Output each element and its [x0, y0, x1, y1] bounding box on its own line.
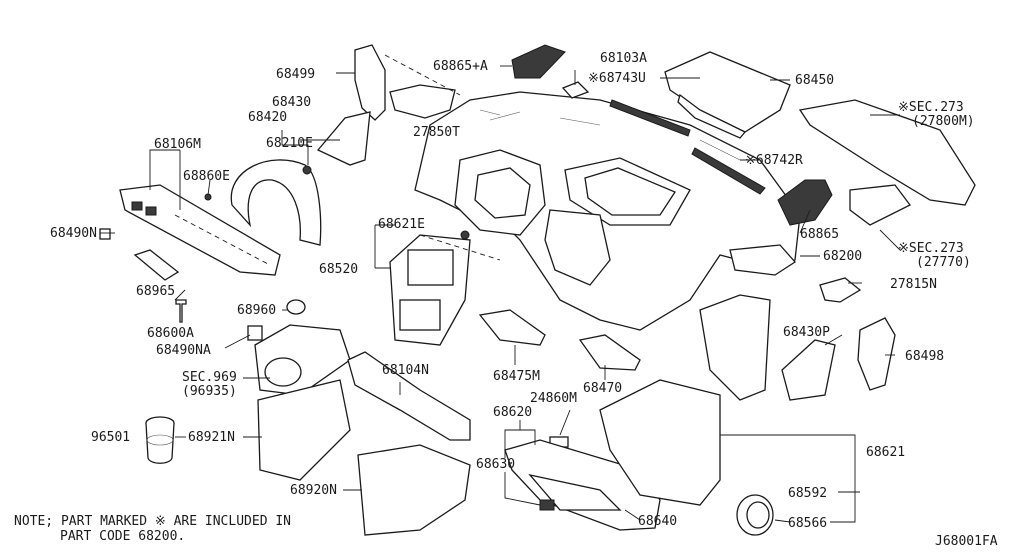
bracket-68965 — [133, 249, 180, 281]
clip-68103a — [561, 81, 590, 99]
label-68430p: 68430P — [783, 325, 830, 340]
cap-68960 — [286, 299, 306, 315]
instrument-panel-68200 — [414, 91, 801, 331]
label-68103a: 68103A — [600, 51, 647, 66]
label-68921n: 68921N — [188, 430, 235, 445]
label-27850t: 27850T — [413, 125, 460, 140]
duct-27850t — [389, 84, 456, 119]
label-68592: 68592 — [788, 486, 827, 501]
clip-68490na — [247, 325, 263, 341]
side-panel-68498 — [857, 317, 896, 391]
cup-holder-96501 — [145, 416, 175, 464]
label-68860e: 68860E — [183, 169, 230, 184]
cluster-trim-68520 — [389, 234, 501, 346]
label-68620: 68620 — [493, 405, 532, 420]
label-68499: 68499 — [276, 67, 315, 82]
label-68420: 68420 — [248, 110, 287, 125]
label-68621e: 68621E — [378, 217, 425, 232]
label-68630: 68630 — [476, 457, 515, 472]
meter-hood-68420 — [230, 159, 322, 246]
defroster-grille-68743u — [609, 99, 691, 137]
vent-27815n — [819, 277, 862, 303]
label-68470: 68470 — [583, 381, 622, 396]
label-68498: 68498 — [905, 349, 944, 364]
glove-housing-68621 — [599, 379, 721, 506]
label-68640: 68640 — [638, 514, 677, 529]
label-68621: 68621 — [866, 445, 905, 460]
label-68865: 68865 — [800, 227, 839, 242]
label-sec273-b-sub: (27770) — [916, 255, 971, 270]
lower-cover-68104n — [347, 351, 471, 441]
duct-sec273-27800m — [798, 99, 976, 206]
label-sec969: SEC.969 — [182, 370, 237, 385]
label-68104n: 68104N — [382, 363, 429, 378]
label-sec273-a: ※SEC.273 — [898, 100, 964, 115]
top-pad-68450 — [664, 51, 791, 139]
label-68210e: 68210E — [266, 136, 313, 151]
label-68520: 68520 — [319, 262, 358, 277]
side-trim-68921n — [257, 379, 351, 481]
knee-cover-68920n — [357, 444, 471, 536]
label-68865a: 68865+A — [433, 59, 488, 74]
label-sec273-b: ※SEC.273 — [898, 241, 964, 256]
side-cover-68430p — [781, 339, 836, 401]
label-68600a: 68600A — [147, 326, 194, 341]
clip-68210e — [302, 165, 312, 175]
defroster-grille-68742r — [691, 147, 766, 195]
label-68475m: 68475M — [493, 369, 540, 384]
right-end-panel — [699, 294, 771, 401]
bolt-68600a — [175, 299, 187, 323]
label-68450: 68450 — [795, 73, 834, 88]
label-68490n: 68490N — [50, 226, 97, 241]
label-24860m: 24860M — [530, 391, 577, 406]
cluster-lid-68106m — [119, 184, 281, 276]
label-68566: 68566 — [788, 516, 827, 531]
label-68965: 68965 — [136, 284, 175, 299]
label-68743u: ※68743U — [588, 71, 646, 86]
console-finisher — [254, 324, 351, 396]
label-68430: 68430 — [272, 95, 311, 110]
finisher-68430 — [316, 111, 371, 166]
vent-68865 — [777, 179, 833, 226]
label-96501: 96501 — [91, 430, 130, 445]
note-line-2: PART CODE 68200. — [60, 529, 185, 544]
label-68742r: ※68742R — [745, 153, 803, 168]
vent-68865a — [511, 44, 566, 79]
clip-68621e — [460, 230, 470, 240]
label-68200: 68200 — [823, 249, 862, 264]
note-line-1: NOTE; PART MARKED ※ ARE INCLUDED IN — [14, 514, 291, 529]
part-labels: 68499 68865+A 68103A ※68743U 68450 68430… — [50, 51, 975, 531]
pocket-68475m — [478, 309, 546, 346]
lock-68630 — [539, 499, 555, 511]
label-68960: 68960 — [237, 303, 276, 318]
duct-sec273-27770 — [849, 184, 911, 226]
label-68920n: 68920N — [290, 483, 337, 498]
speaker-grille-68566 — [736, 494, 774, 536]
diagram-code: J68001FA — [935, 534, 998, 549]
label-sec273-a-sub: (27800M) — [912, 114, 975, 129]
label-68106m: 68106M — [154, 137, 201, 152]
label-sec969-sub: (96935) — [182, 384, 237, 399]
bracket-68499 — [354, 44, 386, 121]
label-68490na: 68490NA — [156, 343, 211, 358]
leader-lines — [100, 65, 901, 523]
label-27815n: 27815N — [890, 277, 937, 292]
pocket-68470 — [578, 334, 641, 371]
clip-68490n — [99, 228, 111, 240]
